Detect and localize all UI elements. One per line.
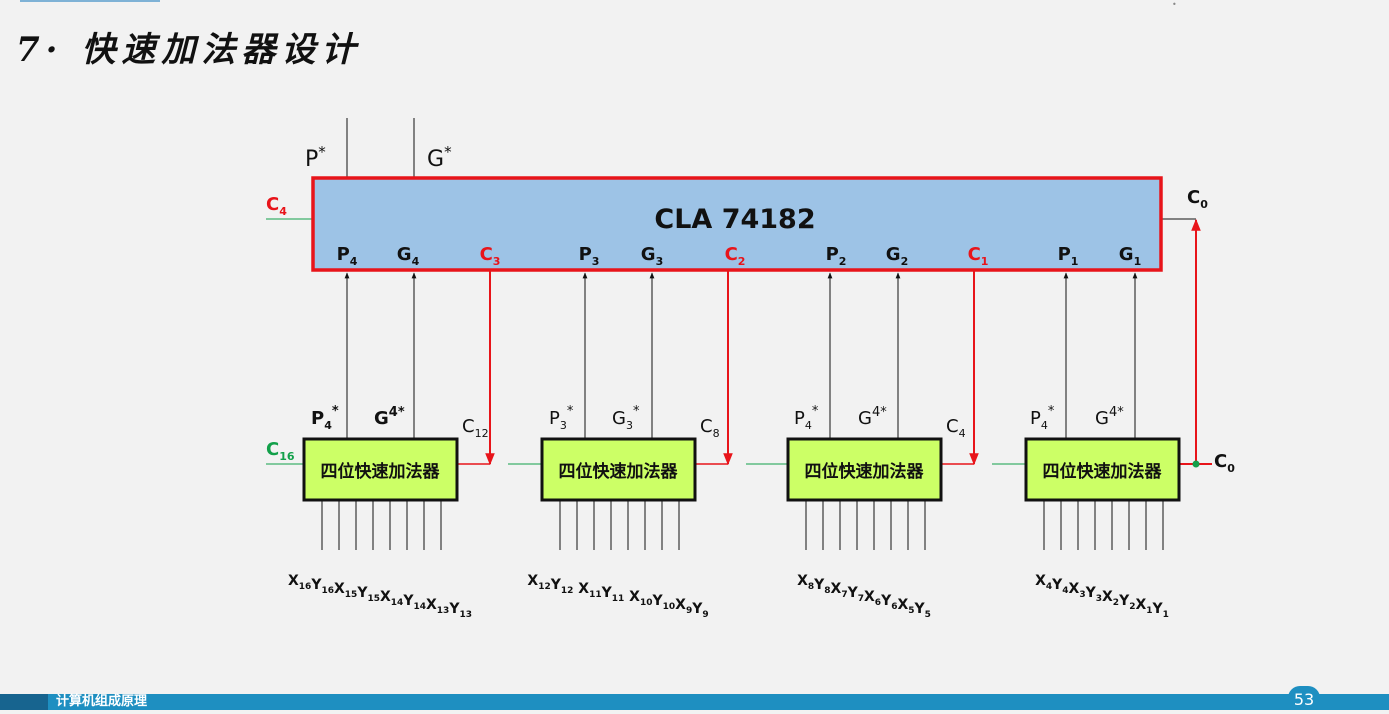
adder-g-out-label: G3*: [612, 404, 640, 432]
adder-inputs-label: X12Y12 X11Y11 X10Y10X9Y9: [527, 573, 708, 620]
cla-port-p4: P4: [337, 244, 358, 268]
adder-inputs-label: X4Y4X3Y3X2Y2X1Y1: [1035, 573, 1169, 620]
cla-port-p2: P2: [826, 244, 847, 268]
cla-port-g4: G4: [397, 244, 420, 268]
cla-port-p1: P1: [1058, 244, 1079, 268]
adder-c0-label: C0: [1214, 451, 1235, 475]
cla-port-g1: G1: [1119, 244, 1141, 268]
slide-title: 7· 快速加法器设计: [16, 30, 362, 70]
adder-g-out-label: G4*: [1095, 405, 1124, 429]
footer-course-title: 计算机组成原理: [56, 694, 148, 709]
adder-label: 四位快速加法器: [1043, 461, 1163, 482]
cla-port-c2: C2: [725, 244, 746, 268]
cla-74182-box: [311, 176, 1163, 272]
cla-port-c1: C1: [968, 244, 989, 268]
adder-p-out-label: P4*: [311, 404, 339, 432]
cla-name: CLA 74182: [654, 204, 815, 235]
page-number: 53: [1288, 686, 1320, 710]
c0-junction-dot: [1192, 460, 1200, 468]
four-bit-adder-3: [786, 437, 943, 502]
four-bit-adder-2: [540, 437, 697, 502]
cla-port-g2: G2: [886, 244, 908, 268]
adder-label: 四位快速加法器: [559, 461, 679, 482]
adder-p-out-label: P4*: [1030, 404, 1055, 432]
cla-port-g3: G3: [641, 244, 663, 268]
adder-p-out-label: P3*: [549, 404, 574, 432]
adder-g-out-label: G4*: [374, 405, 405, 429]
footer-accent: [0, 694, 48, 710]
cla-port-p3: P3: [579, 244, 600, 268]
adder-carry-label: C12: [462, 416, 489, 440]
adder-g-out-label: G4*: [858, 405, 887, 429]
four-bit-adder-4: [1024, 437, 1181, 502]
adder-p-out-label: P4*: [794, 404, 819, 432]
adder-carry-label: C4: [946, 416, 966, 440]
g-star-label: G*: [427, 143, 452, 172]
cla-c0-label: C0: [1187, 187, 1208, 211]
four-bit-adder-1: [302, 437, 459, 502]
adder-inputs-label: X8Y8X7Y7X6Y6X5Y5: [797, 573, 931, 620]
corner-mark: •: [1172, 0, 1177, 9]
adder-inputs-label: X16Y16X15Y15X14Y14X13Y13: [288, 573, 472, 620]
adder-carry-label: C8: [700, 416, 720, 440]
adder-label: 四位快速加法器: [805, 461, 925, 482]
p-star-label: P*: [305, 143, 326, 172]
top-accent-line: [20, 0, 160, 2]
cla-port-c3: C3: [480, 244, 501, 268]
adder-label: 四位快速加法器: [321, 461, 441, 482]
c16-label: C16: [266, 439, 295, 463]
cla-c4-label: C4: [266, 194, 287, 218]
footer-bar: [0, 694, 1389, 710]
